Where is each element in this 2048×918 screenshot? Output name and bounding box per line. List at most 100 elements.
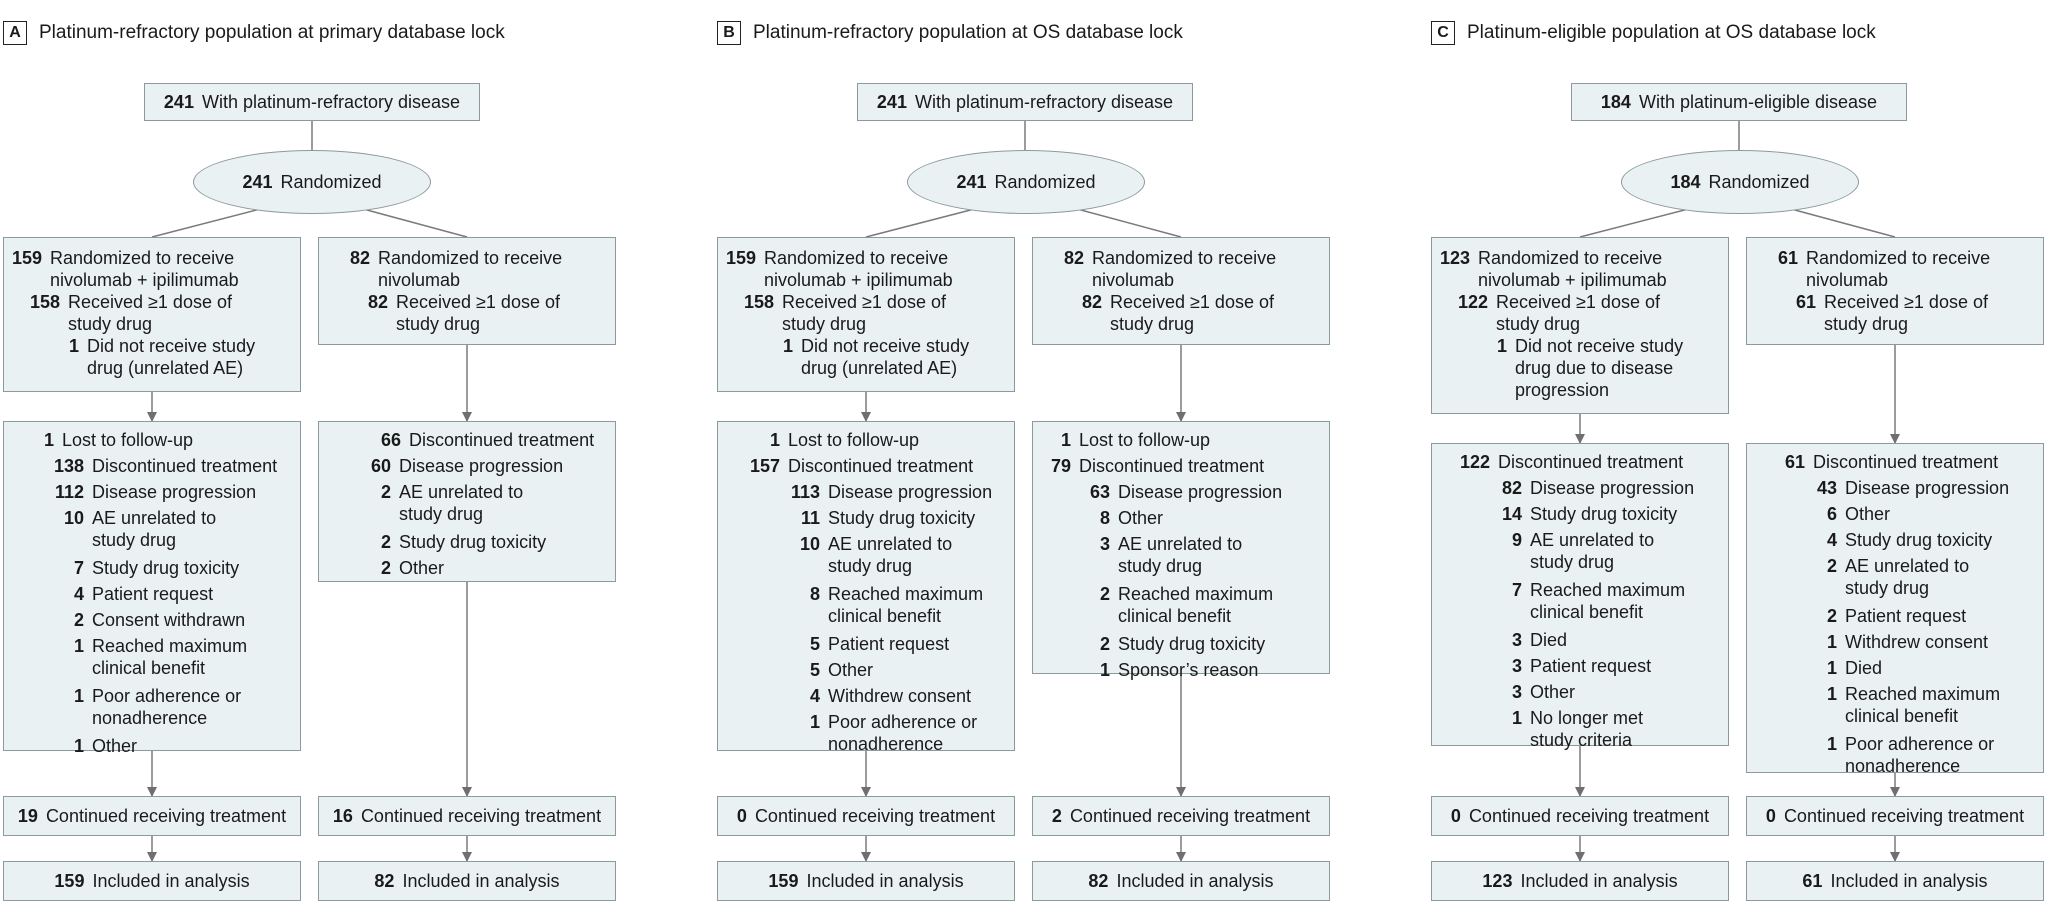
panel-b-combo-disposition-box-row-3-label-line1: Disease progression: [828, 482, 993, 502]
panel-c-mono-disposition-box-row-6-label-line1: Patient request: [1845, 606, 1967, 626]
panel-a-combo-disposition-box-row-4-label-l2: study drug: [92, 530, 177, 550]
panel-b-combo-analysis-box-label: Included in analysis: [806, 871, 964, 891]
panel-c-mono-disposition-box-row-2-label: Disease progression: [1845, 477, 2009, 499]
panel-c-mono-disposition-box-row-9-count: 1: [1826, 684, 1837, 704]
panel-a-combo-disposition-box-row-4-label-line1: AE unrelated to: [92, 508, 217, 528]
panel-c-mono-disposition-box-row-5-label-line1: AE unrelated to: [1845, 556, 1970, 576]
panel-c-mono-disposition-box-row-8-label-line1: Died: [1845, 658, 1883, 678]
panel-c-connector-split-left: [1579, 205, 1701, 238]
panel-b-combo-disposition-box-row-9-label-line1: Withdrew consent: [828, 686, 972, 706]
panel-b-combo-arm-box-row-1-label-line1: Randomized to receive: [764, 248, 949, 268]
panel-b-randomized-label: Randomized: [994, 171, 1096, 192]
panel-a-population-box-count: 241: [163, 92, 194, 112]
panel-c-mono-arm-box-row-1-label-line1: Randomized to receive: [1806, 248, 1991, 268]
panel-b-randomized-oval: 241 Randomized: [907, 150, 1145, 214]
panel-a-combo-arm-box-row-3-label-l2: drug (unrelated AE): [87, 358, 244, 378]
panel-b-randomized-count: 241: [956, 171, 987, 192]
panel-c-combo-disposition-box-row-3-count: 14: [1501, 504, 1522, 524]
panel-c-combo-disposition-box-row-6-label: Died: [1530, 629, 1567, 651]
panel-b-mono-analysis-box-count: 82: [1088, 871, 1109, 891]
panel-a-combo-disposition-box-row-4-count: 10: [63, 508, 84, 528]
panel-c-combo-disposition-box-row-7-label: Patient request: [1530, 655, 1651, 677]
panel-a-combo-disposition-box-row-6-label: Patient request: [92, 583, 213, 605]
panel-c-combo-arm-box-row-2-label-l2: study drug: [1496, 314, 1581, 334]
panel-a-combo-disposition-box-row-1-label-line1: Lost to follow-up: [62, 430, 194, 450]
panel-a-combo-disposition-box-row-6-label-line1: Patient request: [92, 584, 214, 604]
panel-a-combo-disposition-box-row-8-label-l2: clinical benefit: [92, 658, 206, 678]
panel-b-mono-disposition-box-row-4-count: 8: [1099, 508, 1110, 528]
panel-a-combo-disposition-box-row-1-count: 1: [43, 430, 54, 450]
panel-c-combo-disposition-box-row-7-label-line1: Patient request: [1530, 656, 1652, 676]
panel-a-mono-disposition-box-row-1-count: 66: [380, 430, 401, 450]
panel-a-mono-disposition-box-row-5-label: Other: [399, 557, 444, 579]
panel-a-combo-analysis-box-count: 159: [54, 871, 85, 891]
panel-b-combo-disposition-box-row-8-label-line1: Other: [828, 660, 874, 680]
panel-c-mono-disposition-box-row-10-label-line1: Poor adherence or: [1845, 734, 1995, 754]
panel-b-combo-disposition-box-row-9-count: 4: [809, 686, 820, 706]
panel-a-mono-arm-box-row-1-label-line1: Randomized to receive: [378, 248, 563, 268]
panel-c-combo-disposition-box-row-7-count: 3: [1511, 656, 1522, 676]
panel-c-mono-disposition-box-row-3-count: 6: [1826, 504, 1837, 524]
panel-c-combo-disposition-box-row-4-label-l2: study drug: [1530, 552, 1615, 572]
panel-c-title-text: Platinum-eligible population at OS datab…: [1467, 22, 1876, 43]
panel-a-combo-disposition-box-row-3-label-line1: Disease progression: [92, 482, 257, 502]
panel-c-combo-disposition-box-row-5-label-line1: Reached maximum: [1530, 580, 1686, 600]
panel-b-combo-disposition-box-row-7-label-line1: Patient request: [828, 634, 950, 654]
panel-c-combo-disposition-box-row-1-label-line1: Discontinued treatment: [1498, 452, 1684, 472]
panel-c-title: C Platinum-eligible population at OS data…: [1431, 20, 1876, 46]
panel-c-combo-disposition-box-row-3-label-line1: Study drug toxicity: [1530, 504, 1678, 524]
panel-c-mono-arm-box-row-2-label-l2: study drug: [1824, 314, 1909, 334]
panel-a-mono-disposition-box-row-3-label-line1: AE unrelated to: [399, 482, 524, 502]
panel-c-mono-disposition-box-row-2-count: 43: [1816, 478, 1837, 498]
panel-b-combo-arm-box-row-1-count: 159: [725, 248, 756, 268]
panel-a-combo-disposition-box-row-3: 112 Disease progression: [4, 481, 256, 503]
panel-c-population-box-label: With platinum-eligible disease: [1638, 92, 1878, 112]
panel-c-combo-disposition-box-row-2-label-line1: Disease progression: [1530, 478, 1695, 498]
panel-a-randomized-count: 241: [242, 171, 273, 192]
panel-a-title-text: Platinum-refractory population at primar…: [39, 22, 505, 43]
panel-c-combo-arm-box-row-3-label-line1: Did not receive study: [1515, 336, 1684, 356]
panel-c-randomized-label: Randomized: [1708, 171, 1810, 192]
panel-a-combo-disposition-box-row-2-label: Discontinued treatment: [92, 455, 277, 477]
panel-c-combo-disposition-box-row-7: 3 Patient request: [1432, 655, 1651, 677]
panel-a-mono-continued-box-label: Continued receiving treatment: [360, 806, 602, 826]
panel-b-combo-disposition-box-row-3-count: 113: [790, 482, 820, 502]
panel-a-mono-arm-box-row-1-label-l2: nivolumab: [378, 270, 461, 290]
panel-c-mono-arm-box-row-2-label-line1: Received ≥1 dose of: [1824, 292, 1988, 312]
panel-b-mono-disposition-box-row-6-count: 2: [1099, 584, 1110, 604]
panel-a-combo-disposition-box-row-3-count: 112: [54, 482, 84, 502]
panel-b-combo-disposition-box-row-7-label: Patient request: [828, 633, 949, 655]
panel-c-letter: C: [1431, 21, 1455, 45]
panel-c-mono-disposition-box-row-3-label-line1: Other: [1845, 504, 1891, 524]
panel-b-combo-disposition-box-row-1-label: Lost to follow-up: [788, 429, 919, 451]
panel-a-combo-continued-box-label: Continued receiving treatment: [45, 806, 287, 826]
